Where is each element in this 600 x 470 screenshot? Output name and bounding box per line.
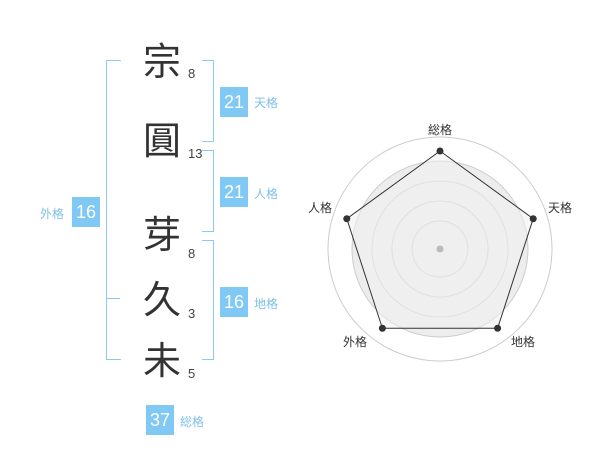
name-char-3: 芽 (142, 213, 181, 257)
stroke-count-1: 8 (188, 66, 196, 81)
chikaku-badge: 16 (220, 287, 248, 317)
gaikaku-badge: 16 (72, 197, 100, 227)
jinkaku-label: 人格 (254, 187, 279, 201)
gaikaku-bracket (106, 60, 121, 360)
radar-center-dot (436, 245, 444, 253)
jinkaku-badge: 21 (220, 177, 248, 207)
name-char-4: 久 (142, 278, 181, 322)
tenkaku-badge: 21 (220, 87, 248, 117)
radar-point-2 (529, 215, 537, 223)
tenkaku-label: 天格 (254, 96, 279, 110)
soukaku-badge: 37 (146, 405, 174, 435)
stroke-count-4: 3 (188, 306, 196, 321)
stroke-count-5: 5 (188, 366, 196, 381)
name-char-5: 未 (142, 339, 181, 383)
soukaku-label: 総格 (180, 415, 205, 429)
radar-axis-label-tenkaku: 天格 (548, 200, 572, 215)
stroke-count-2: 13 (188, 146, 203, 161)
name-char-2: 圓 (142, 119, 181, 163)
tenkaku-bracket (202, 60, 214, 142)
jinkaku-bracket (202, 150, 214, 232)
radar-axis-label-soukaku: 総格 (428, 122, 452, 137)
chikaku-bracket (202, 240, 214, 360)
radar-ring (327, 136, 553, 362)
radar-axis-label-chikaku: 地格 (511, 334, 535, 349)
chikaku-label: 地格 (254, 297, 279, 311)
radar-point-3 (494, 324, 502, 332)
name-char-1: 宗 (142, 40, 181, 84)
stroke-count-3: 8 (188, 246, 196, 261)
radar-point-4 (378, 324, 386, 332)
radar-points (343, 147, 537, 332)
gaikaku-label: 外格 (40, 207, 65, 221)
radar-axis-label-jinkaku: 人格 (308, 200, 332, 215)
radar-point-5 (343, 215, 351, 223)
gaikaku-bracket-tick (106, 298, 120, 299)
radar-area (346, 150, 534, 329)
radar-point-1 (436, 147, 444, 155)
radar-axis-label-gaikaku: 外格 (343, 334, 367, 349)
